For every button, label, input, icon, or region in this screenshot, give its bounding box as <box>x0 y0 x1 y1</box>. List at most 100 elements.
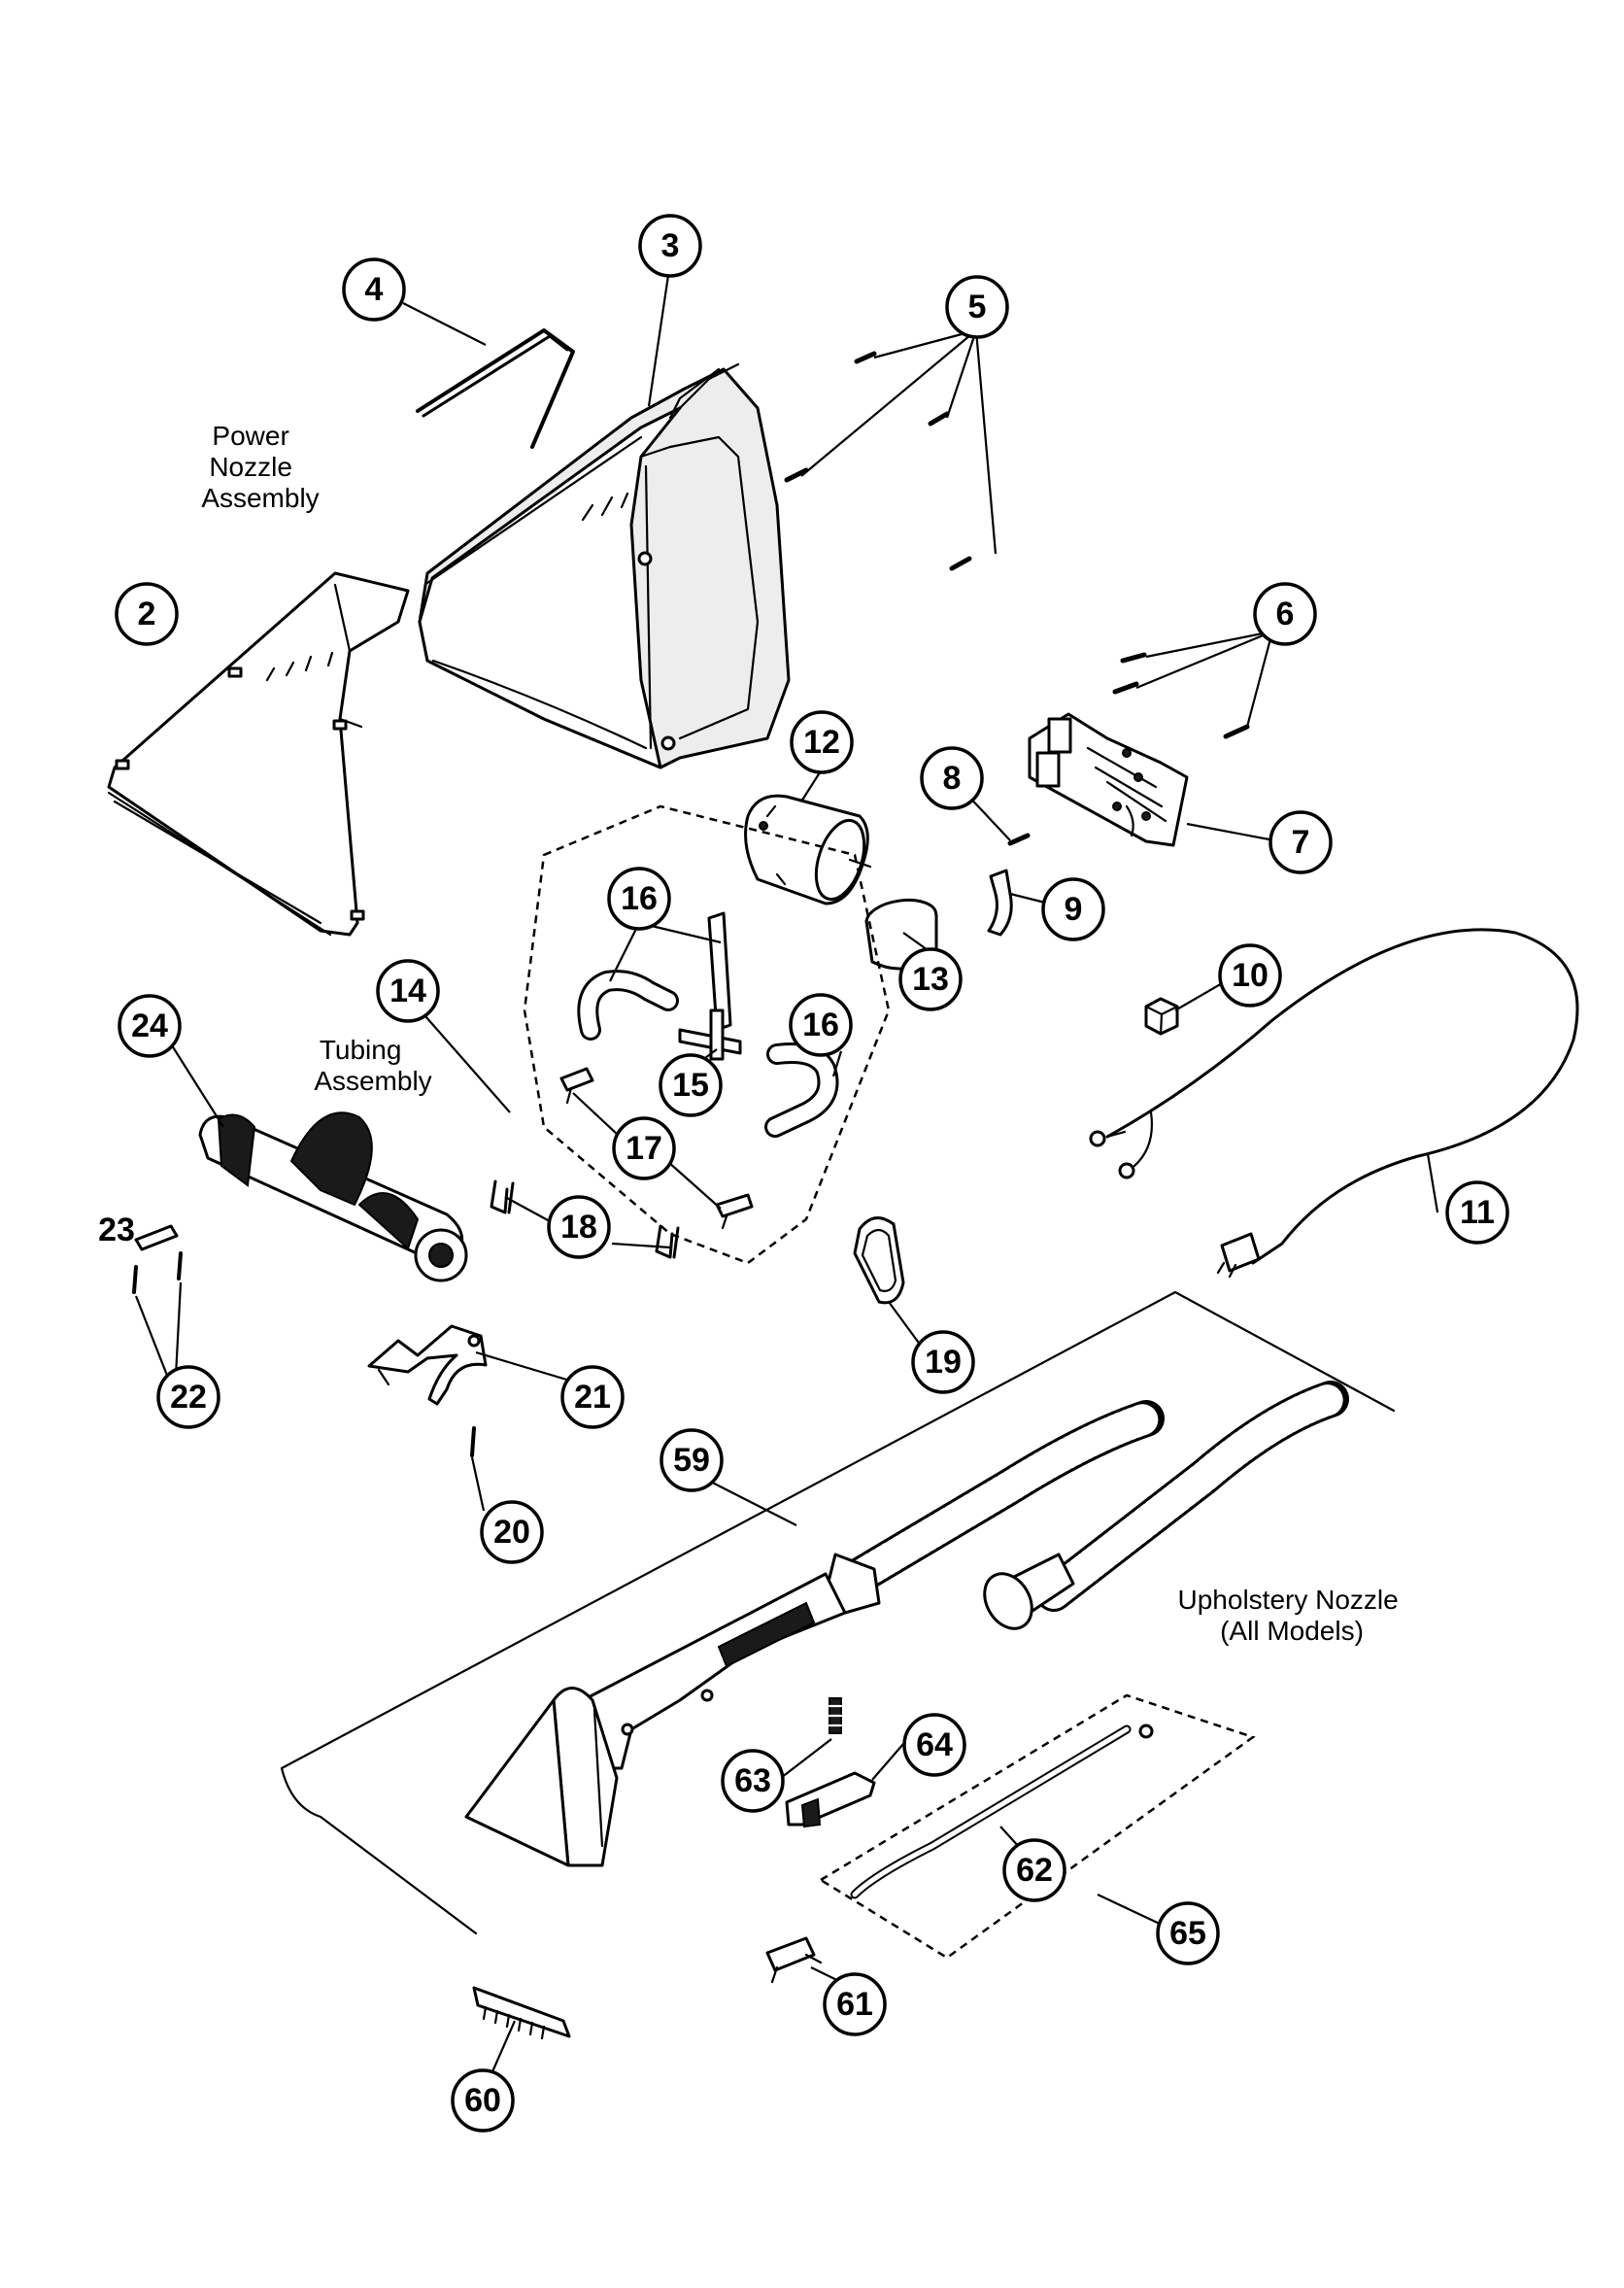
callout-16-b-text: 16 <box>802 1007 839 1043</box>
callout-4-text: 4 <box>365 271 384 308</box>
part-3-nozzle-housing <box>418 362 791 769</box>
part-63-spring <box>828 1697 843 1734</box>
callout-12-text: 12 <box>803 724 840 761</box>
power-nozzle-caption-line-1: Power <box>212 421 288 451</box>
callout-7-text: 7 <box>1292 824 1310 861</box>
part-61-valve <box>765 1936 823 1984</box>
callout-63-text: 63 <box>734 1762 771 1799</box>
part-9-bracket <box>987 869 1013 937</box>
callout-23: 23 <box>98 1212 135 1248</box>
callout-24: 24 <box>118 994 182 1058</box>
callout-22-text: 22 <box>170 1379 207 1416</box>
callout-8-text: 8 <box>943 760 962 797</box>
callout-9: 9 <box>1041 877 1105 941</box>
part-19-belt <box>853 1216 905 1305</box>
callout-14-text: 14 <box>389 973 426 1009</box>
power-nozzle-caption-line-3: Assembly <box>201 483 319 513</box>
callout-15: 15 <box>659 1053 723 1117</box>
callout-18-text: 18 <box>560 1209 597 1246</box>
part-15-tee-fitting <box>678 1008 742 1061</box>
part-22-screws <box>132 1251 183 1294</box>
callout-65: 65 <box>1156 1901 1220 1965</box>
callout-2-text: 2 <box>138 596 156 632</box>
part-60-brush-strip <box>472 1986 571 2040</box>
upholstery-nozzle-panel <box>280 1290 1396 1935</box>
callout-11: 11 <box>1445 1180 1509 1245</box>
part-65-gasket-panel <box>818 1693 1256 1960</box>
callout-6-text: 6 <box>1276 596 1295 632</box>
callout-10-text: 10 <box>1232 957 1269 994</box>
callout-10: 10 <box>1218 943 1282 1007</box>
callout-60-text: 60 <box>464 2082 501 2119</box>
callout-13: 13 <box>898 947 963 1011</box>
callout-2: 2 <box>115 582 179 646</box>
part-8-screw <box>1007 833 1031 846</box>
callout-20: 20 <box>480 1500 544 1564</box>
callout-21: 21 <box>560 1365 625 1429</box>
callout-60: 60 <box>451 2068 515 2133</box>
callout-64: 64 <box>902 1713 966 1777</box>
part-12-motor <box>744 794 872 905</box>
tubing-assembly-outline <box>523 804 891 1265</box>
upholstery-nozzle-caption-line-1: Upholstery Nozzle <box>1178 1585 1399 1615</box>
part-4-spring-wire <box>416 328 575 449</box>
power-nozzle-caption: Power Nozzle Assembly <box>201 421 319 513</box>
part-6-screws <box>1112 652 1250 739</box>
callout-18: 18 <box>547 1195 611 1259</box>
callout-59: 59 <box>660 1428 724 1492</box>
callout-12: 12 <box>790 710 854 774</box>
callout-9-text: 9 <box>1065 891 1083 928</box>
callout-59-text: 59 <box>673 1442 710 1479</box>
callout-3: 3 <box>638 214 702 278</box>
upholstery-nozzle-caption-line-2: (All Models) <box>1220 1616 1364 1646</box>
callout-19: 19 <box>911 1330 975 1394</box>
callout-6: 6 <box>1253 582 1317 646</box>
part-2-nozzle-cover <box>107 571 410 937</box>
callout-20-text: 20 <box>493 1514 530 1551</box>
callout-14: 14 <box>376 959 440 1023</box>
callout-13-text: 13 <box>912 961 949 998</box>
part-16-tubes <box>577 911 839 1138</box>
part-17-connectors <box>559 1067 754 1230</box>
callout-7: 7 <box>1269 810 1333 874</box>
callout-16-b: 16 <box>789 993 853 1057</box>
callout-23-text: 23 <box>98 1212 135 1248</box>
part-10-clip <box>1144 997 1179 1036</box>
callout-21-text: 21 <box>574 1379 611 1416</box>
callout-63: 63 <box>721 1749 785 1813</box>
callout-17-text: 17 <box>626 1130 662 1167</box>
part-64-trigger <box>785 1771 876 1828</box>
callout-65-text: 65 <box>1169 1915 1206 1952</box>
callout-24-text: 24 <box>131 1007 168 1044</box>
upholstery-nozzle-caption: Upholstery Nozzle (All Models) <box>1178 1585 1406 1646</box>
power-nozzle-caption-line-2: Nozzle <box>209 452 292 482</box>
part-23-washer <box>134 1224 179 1251</box>
part-62-tube <box>850 1724 1154 1899</box>
part-21-bracket <box>367 1324 488 1406</box>
part-20-screw <box>470 1426 476 1457</box>
callout-19-text: 19 <box>925 1344 962 1381</box>
callout-4: 4 <box>342 257 406 322</box>
callout-16-a-text: 16 <box>621 880 658 917</box>
part-24-brush-roll <box>198 1111 468 1282</box>
callout-61-text: 61 <box>836 1986 873 2023</box>
callout-62: 62 <box>1002 1838 1066 1902</box>
part-59-upholstery-tool <box>464 1381 1349 1867</box>
callout-3-text: 3 <box>661 227 680 264</box>
callout-5: 5 <box>945 275 1009 339</box>
callout-61: 61 <box>823 1972 887 2036</box>
callout-11-text: 11 <box>1460 1194 1495 1231</box>
callout-15-text: 15 <box>672 1067 709 1104</box>
callout-62-text: 62 <box>1016 1852 1053 1889</box>
tubing-assembly-caption-line-2: Assembly <box>314 1066 431 1096</box>
tubing-assembly-caption: Tubing Assembly <box>314 1035 431 1096</box>
part-18-clips <box>490 1179 680 1259</box>
part-5-screws <box>784 351 972 571</box>
callout-17: 17 <box>612 1116 676 1180</box>
part-7-circuit-board <box>1028 712 1189 847</box>
callout-64-text: 64 <box>916 1726 953 1763</box>
callout-16-a: 16 <box>607 867 671 931</box>
callout-5-text: 5 <box>968 289 987 325</box>
callout-8: 8 <box>920 746 984 810</box>
